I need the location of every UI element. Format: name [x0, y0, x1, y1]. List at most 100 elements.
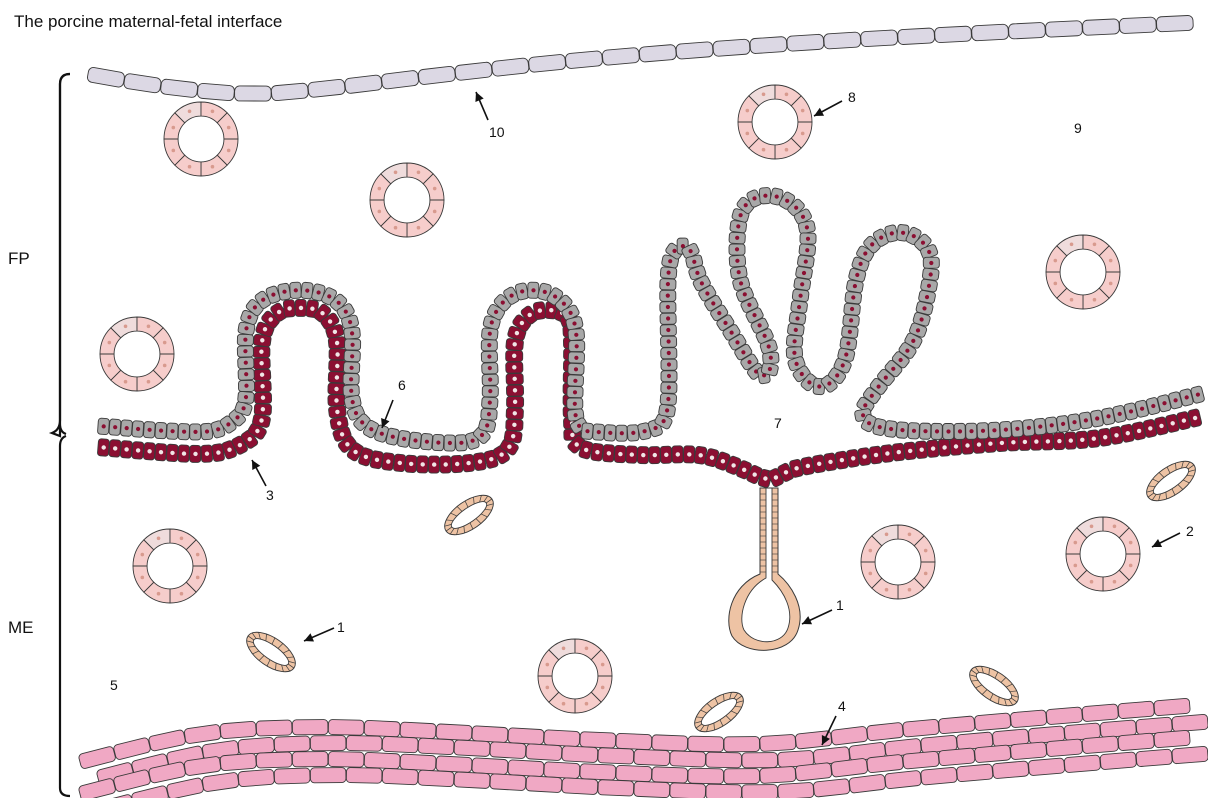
trophoblast-cell [237, 391, 254, 403]
trophoblast-cell [120, 420, 132, 437]
allantoic-cell [344, 75, 382, 94]
arrow-10 [475, 92, 488, 120]
trophoblast-cell [660, 393, 677, 405]
trophoblast-cell [954, 423, 965, 439]
trophoblast-cell [593, 424, 605, 441]
trophoblast-cell [237, 346, 253, 357]
vessel-nucleus [869, 572, 873, 576]
myometrium-cell [526, 776, 562, 793]
vessel-nucleus [801, 109, 805, 113]
allantoic-cell-body [824, 32, 861, 49]
label-10-allantois: 10 [489, 124, 505, 140]
myometrium-cell-body [508, 760, 544, 777]
trophoblast-cell-nucleus [487, 343, 491, 347]
trophoblast-cell [397, 430, 410, 448]
vessel-nucleus [562, 647, 566, 651]
myometrium-cell [724, 737, 760, 752]
myometrium-cell [148, 729, 186, 751]
uterine-epithelial-cell [254, 392, 271, 403]
uterine-epithelial-cell-nucleus [259, 349, 263, 353]
myometrium-cell-body [202, 772, 239, 792]
myometrium-cell [256, 720, 292, 736]
allantoic-cell [565, 51, 603, 69]
myometrium-cell-body [580, 764, 616, 780]
myometrium-cell-body [418, 770, 454, 787]
myometrium-cell [634, 781, 670, 798]
label-1-gland: 1 [337, 619, 345, 635]
vessel-nucleus [1074, 541, 1078, 545]
allantoic-cell [1045, 21, 1082, 38]
allantoic-cell [308, 79, 346, 98]
uterine-epithelial-cell [440, 456, 451, 473]
myometrium-cell [328, 752, 364, 768]
myometrium-cell [400, 722, 436, 739]
vessel-nucleus [762, 148, 766, 152]
allantoic-cell-body [861, 30, 898, 47]
myometrium-cell [778, 782, 814, 798]
arrow-1-gland [304, 628, 334, 642]
uterine-epithelial-cell [451, 455, 463, 473]
trophoblast-cell [841, 326, 858, 339]
myometrium-cell-body [472, 758, 508, 775]
trophoblast-cell [482, 386, 498, 397]
myometrium-cell-body [436, 724, 472, 741]
myometrium-cell-body [256, 720, 292, 736]
myometrium-cell [652, 735, 688, 751]
vessel-nucleus [124, 325, 128, 329]
myometrium-cell [454, 772, 490, 789]
trophoblast-cell [884, 420, 897, 437]
trophoblast-cell [568, 328, 585, 340]
trophoblast-cell [661, 382, 677, 393]
myometrium-cell-body [992, 761, 1029, 779]
allantoic-cell-body [639, 44, 677, 62]
myometrium-cell [849, 774, 886, 793]
allantoic-cell-body [455, 62, 493, 81]
myometrium-cell [867, 754, 904, 773]
trophoblast-cell [792, 289, 809, 302]
trophoblast-cell [444, 435, 455, 451]
trophoblast-cell [787, 323, 804, 336]
myometrium-cell-body [921, 767, 958, 785]
allantoic-cell [1008, 22, 1045, 39]
myometrium-cell-body [472, 726, 508, 743]
myometrium-cell [310, 736, 346, 751]
allantoic-cell-body [750, 36, 787, 53]
myometrium-cell [364, 752, 400, 769]
myometrium-cell-body [670, 751, 706, 767]
trophoblast-cell [482, 374, 498, 385]
myometrium-cell [634, 749, 670, 766]
label-5-stroma: 5 [110, 677, 118, 693]
myometrium-cell-body [903, 751, 940, 769]
blood-vessel [1046, 235, 1120, 309]
vessel-nucleus [157, 592, 161, 596]
uterine-epithelial-cell [683, 446, 694, 463]
trophoblast-cell [344, 350, 361, 362]
uterine-epithelial-cell [428, 456, 439, 473]
vessel-nucleus [1113, 525, 1117, 529]
allantoic-cell [750, 36, 787, 53]
vessel-nucleus [585, 702, 589, 706]
myometrium-cell-body [1046, 739, 1083, 757]
myometrium-cell-body [274, 736, 310, 752]
trophoblast-cell [178, 423, 190, 439]
vessel-nucleus [924, 549, 928, 553]
vessel-nucleus [172, 149, 176, 153]
myometrium-cell [113, 737, 151, 760]
uterine-epithelial-cell [950, 438, 962, 456]
trophoblast-cell [843, 314, 860, 326]
myometrium-cell-body [346, 768, 382, 784]
myometrium-cell-body [328, 752, 364, 768]
allantoic-cell-body [235, 86, 272, 101]
myometrium-cell-body [220, 753, 257, 771]
myometrium-cell [382, 768, 418, 785]
vessel-nucleus [1109, 259, 1113, 263]
vessel-nucleus [801, 132, 805, 136]
myometrium-cell [184, 724, 221, 744]
uterine-epithelial-cell [626, 446, 638, 463]
myometrium-cell-body [634, 781, 670, 798]
vessel-nucleus [785, 148, 789, 152]
trophoblast-cell [660, 302, 676, 313]
uterine-epithelial-cell [382, 452, 395, 470]
myometrium-cell-body [454, 740, 490, 757]
